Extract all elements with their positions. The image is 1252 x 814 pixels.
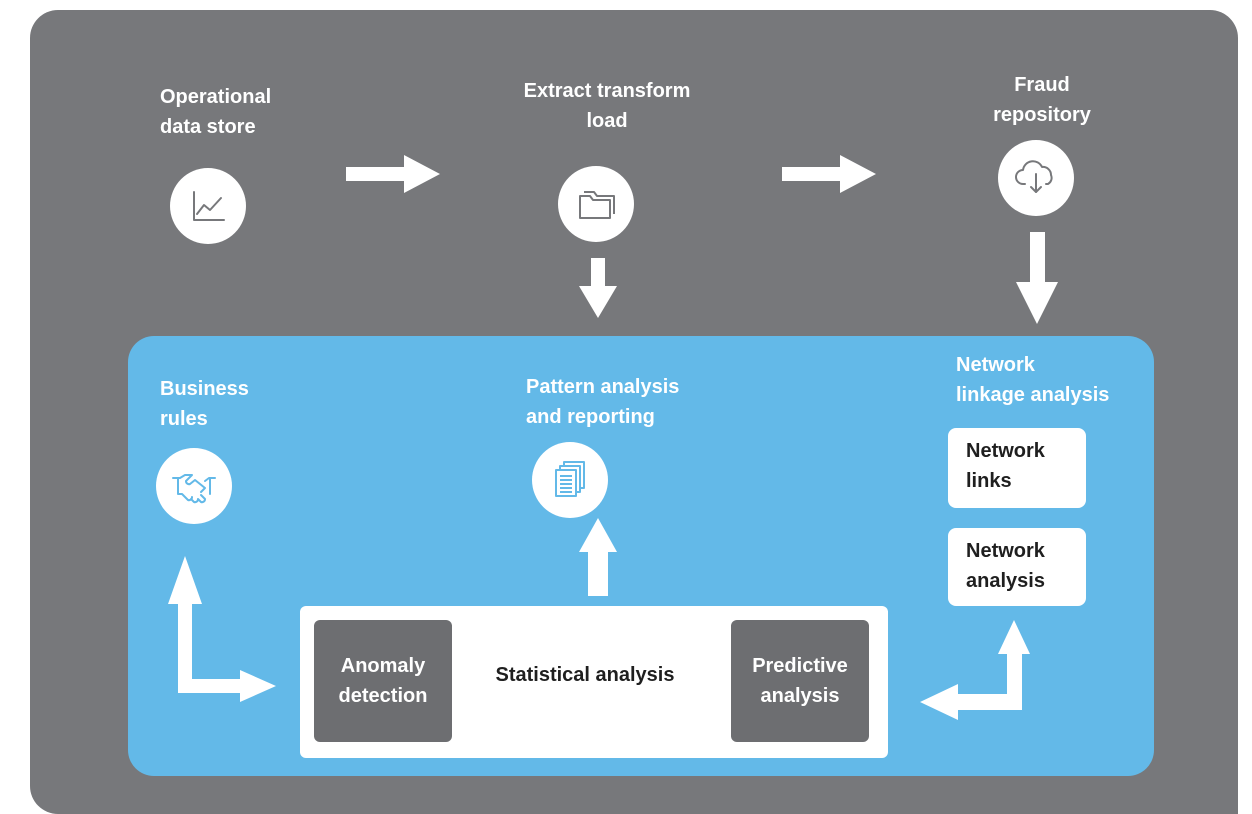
operational-data-store-node <box>170 168 246 244</box>
network-analysis-box: Network analysis <box>948 528 1086 606</box>
pattern-analysis-node <box>532 442 608 518</box>
pattern-analysis-label: Pattern analysis and reporting <box>526 376 680 428</box>
statistical-analysis-label: Statistical analysis <box>495 664 675 686</box>
network-linkage-label: Network linkage analysis <box>956 354 1110 406</box>
fraud-repository-node <box>998 140 1074 216</box>
operational-data-store-label: Operational data store <box>160 86 272 138</box>
line-chart-icon <box>193 191 225 221</box>
handshake-icon <box>172 474 216 504</box>
documents-icon <box>555 461 585 497</box>
business-rules-node <box>156 448 232 524</box>
fraud-repository-label: Fraud repository <box>993 74 1091 126</box>
business-rules-label: Business rules <box>160 378 249 430</box>
cloud-download-icon <box>1015 160 1053 193</box>
etl-label: Extract transform load <box>523 80 691 132</box>
etl-node <box>558 166 634 242</box>
predictive-analysis-box: Predictive analysis <box>731 620 869 742</box>
folders-icon <box>579 191 615 219</box>
anomaly-detection-box: Anomaly detection <box>314 620 452 742</box>
network-links-box: Network links <box>948 428 1086 508</box>
